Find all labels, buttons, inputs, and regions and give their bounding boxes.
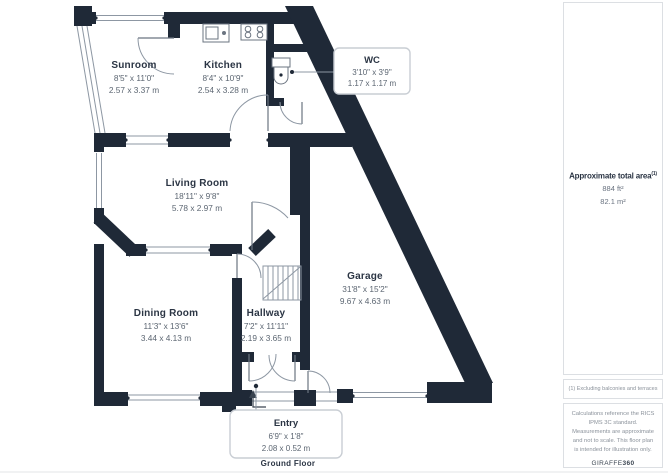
walls xyxy=(74,6,493,412)
room-dims-entry-met: 2.08 x 0.52 m xyxy=(262,444,311,453)
room-label-garage: Garage xyxy=(347,271,383,282)
room-label-entry: Entry xyxy=(274,418,299,429)
doors xyxy=(137,37,331,394)
entry-label-box: Entry 6'9" x 1'8" 2.08 x 0.52 m xyxy=(229,383,343,459)
room-label-wc: WC xyxy=(364,55,380,66)
sink-fixture xyxy=(202,23,230,43)
room-labels: Sunroom 8'5" x 11'0" 2.57 x 3.37 m Kitch… xyxy=(109,60,390,343)
room-label-dining-room: Dining Room xyxy=(134,308,198,319)
room-dims-wc-met: 1.17 x 1.17 m xyxy=(348,79,397,88)
wc-label-box: WC 3'10" x 3'9" 1.17 x 1.17 m xyxy=(290,47,411,95)
ground-floor-label: Ground Floor xyxy=(261,459,316,468)
room-dims-wc-imp: 3'10" x 3'9" xyxy=(352,68,392,77)
room-label-hallway: Hallway xyxy=(247,308,286,319)
total-area-imperial: 884 ft² xyxy=(602,184,624,194)
room-dims-dining-imp: 11'3" x 13'6" xyxy=(144,321,189,331)
room-dims-garage-met: 9.67 x 4.63 m xyxy=(340,296,390,306)
entry-arrow-icon xyxy=(249,390,266,408)
footnote-panel: (1) Excluding balconies and terraces xyxy=(563,379,663,399)
footnote-marker: (1) xyxy=(651,170,657,177)
room-dims-hallway-met: 2.19 x 3.65 m xyxy=(241,333,291,343)
total-area-metric: 82.1 m² xyxy=(600,197,626,207)
stove-fixture xyxy=(240,23,268,41)
room-label-living-room: Living Room xyxy=(166,178,229,189)
room-dims-living-met: 5.78 x 2.97 m xyxy=(172,203,222,213)
floorplan-drawing: Sunroom 8'5" x 11'0" 2.57 x 3.37 m Kitch… xyxy=(74,6,493,468)
giraffe360-logo: GIRAFFE360 xyxy=(591,459,635,467)
room-dims-sunroom-met: 2.57 x 3.37 m xyxy=(109,85,159,95)
staircase xyxy=(262,265,302,301)
toilet-fixture xyxy=(271,57,291,85)
footnote-text: (1) Excluding balconies and terraces xyxy=(568,386,658,392)
room-dims-kitchen-imp: 8'4" x 10'9" xyxy=(203,73,244,83)
room-dims-dining-met: 3.44 x 4.13 m xyxy=(141,333,191,343)
room-dims-sunroom-imp: 8'5" x 11'0" xyxy=(114,73,154,83)
room-dims-garage-imp: 31'8" x 15'2" xyxy=(342,284,388,294)
total-area-label: Approximate total area(1) xyxy=(569,170,657,181)
total-area-panel: Approximate total area(1) 884 ft² 82.1 m… xyxy=(563,2,663,375)
room-dims-entry-imp: 6'9" x 1'8" xyxy=(269,432,304,441)
room-label-kitchen: Kitchen xyxy=(204,60,242,71)
room-dims-kitchen-met: 2.54 x 3.28 m xyxy=(198,85,248,95)
disclaimer-panel: Calculations reference the RICS IPMS 3C … xyxy=(563,403,663,468)
windows xyxy=(76,15,427,402)
room-dims-living-imp: 18'11" x 9'8" xyxy=(175,191,220,201)
disclaimer-text: Calculations reference the RICS IPMS 3C … xyxy=(571,411,655,453)
room-dims-hallway-imp: 7'2" x 11'11" xyxy=(244,321,288,331)
opening-ticks xyxy=(94,16,429,400)
room-label-sunroom: Sunroom xyxy=(111,60,156,71)
